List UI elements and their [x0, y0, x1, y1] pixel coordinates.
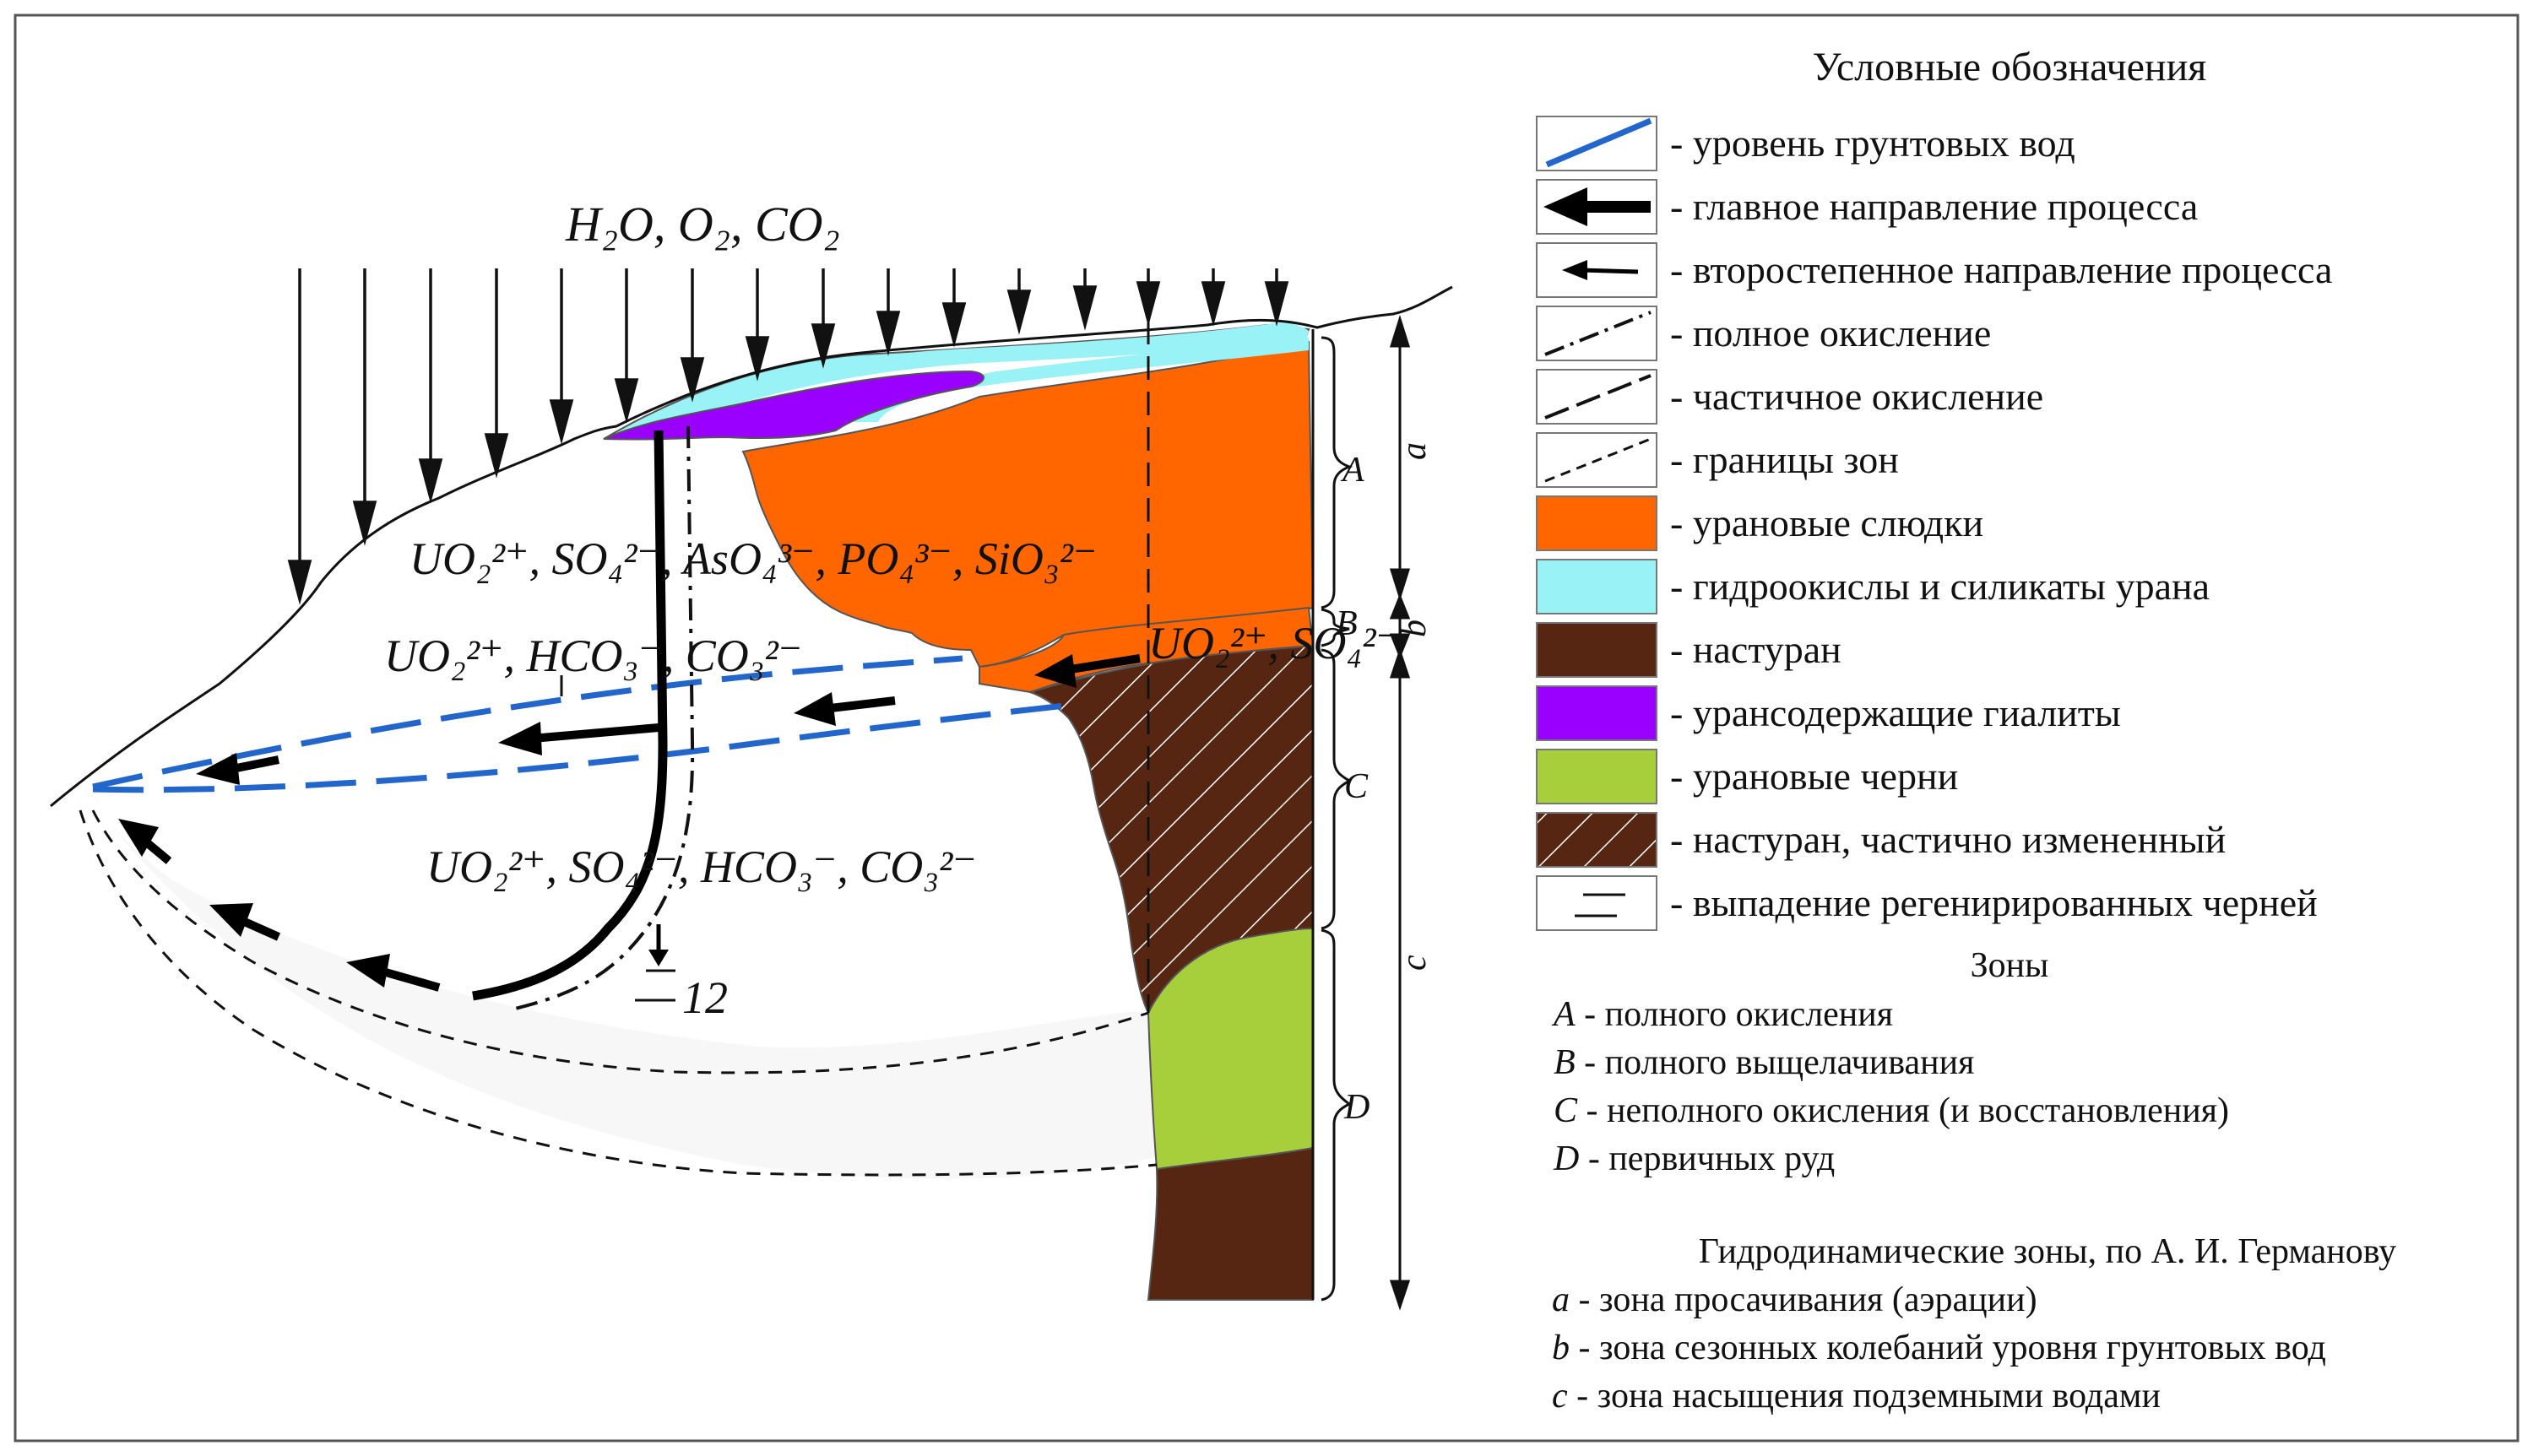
legend-label-hydroxides: - гидроокислы и силикаты урана	[1670, 565, 2210, 608]
legend-label-groundwater: - уровень грунтовых вод	[1670, 122, 2075, 165]
legend: Условные обозначения	[1536, 45, 2396, 1415]
top-label: H₂O, O₂, CO₂	[565, 197, 840, 252]
hydro-letter-c: c	[1395, 955, 1434, 971]
legend-label-nasturan: - настуран	[1670, 628, 1841, 671]
zone-brackets	[1321, 336, 1353, 1302]
legend-short-dash-symbol	[1544, 437, 1652, 483]
legend-swatch-hyalites	[1536, 685, 1657, 741]
zone-boundary-lower	[79, 809, 1158, 1177]
zone-entry-a: A - полного окисления	[1551, 995, 1893, 1034]
precip-arrow	[648, 924, 669, 966]
hydro-letter-b: b	[1395, 620, 1434, 637]
uranium-micas-zone	[741, 340, 1315, 668]
zone-letters: A B C D	[1336, 451, 1370, 1127]
primary-nasturan-zone	[1147, 1146, 1314, 1301]
flow-arrows	[118, 654, 1141, 992]
zone-key-d: D	[1553, 1139, 1579, 1178]
main-arrow-4	[196, 753, 279, 785]
hydro-dimensions	[1389, 314, 1411, 1311]
zones-title: Зоны	[1971, 946, 2049, 985]
hyalites-lens	[603, 370, 984, 441]
zone-boundary-upper	[91, 809, 1149, 1074]
main-process-path	[472, 430, 668, 1001]
aquifer-lens-fill	[93, 789, 1157, 1179]
hydro-desc-c: - зона насыщения подземными водами	[1568, 1377, 2161, 1415]
legend-label-zone-boundaries: - границы зон	[1670, 438, 1899, 481]
zone-entry-c: C - неполного окисления (и восстановлени…	[1554, 1091, 2229, 1130]
main-arrow-5	[346, 954, 441, 992]
zone-key-c: C	[1554, 1091, 1578, 1130]
zone-letter-a: A	[1340, 451, 1364, 490]
zone-key-a: A	[1551, 995, 1576, 1034]
hydro-entry-b: b - зона сезонных колебаний уровня грунт…	[1552, 1329, 2326, 1367]
hydro-desc-a: - зона просачивания (аэрации)	[1570, 1280, 2037, 1319]
hydroxides-layer-top	[675, 322, 1309, 422]
hydro-desc-b: - зона сезонных колебаний уровня грунтов…	[1570, 1329, 2326, 1367]
legend-secondary-arrow-symbol	[1562, 260, 1639, 280]
legend-title: Условные обозначения	[1813, 45, 2207, 89]
legend-label-partial-oxidation: - частичное окисление	[1670, 375, 2043, 418]
legend-precip-symbol	[1575, 893, 1625, 917]
legend-swatch-precipitation	[1536, 875, 1657, 931]
hydro-title: Гидродинамические зоны, по А. И. Германо…	[1699, 1232, 2396, 1271]
legend-label-secondary-arrow: - второстепенное направление процесса	[1670, 248, 2332, 291]
hydro-entry-a: a - зона просачивания (аэрации)	[1552, 1280, 2037, 1319]
legend-groundwater-symbol	[1545, 117, 1652, 168]
hydro-key-b: b	[1552, 1329, 1570, 1367]
groundwater-level-upper	[92, 655, 963, 790]
hydro-letters: a b c	[1395, 442, 1434, 971]
zone-desc-c: - неполного окисления (и восстановления)	[1577, 1091, 2229, 1130]
precip-number: 12	[682, 972, 728, 1023]
hydro-key-a: a	[1552, 1280, 1570, 1319]
zone-letter-b: B	[1336, 604, 1358, 643]
zone-letter-d: D	[1343, 1088, 1370, 1127]
main-arrow-1	[1034, 654, 1141, 688]
main-arrow-6	[209, 903, 281, 941]
main-arrow-3	[498, 722, 659, 755]
ion-row-3: UO₂²⁺, SO₄²⁻	[1148, 618, 1400, 668]
legend-dash-dot-symbol	[1544, 311, 1652, 356]
legend-swatch-hydroxides	[1536, 559, 1657, 614]
full-oxidation-path	[514, 425, 695, 1010]
ion-labels: H₂O, O₂, CO₂ UO₂²⁺, SO₄²⁻, AsO₄³⁻, PO₄³⁻…	[384, 197, 1400, 1023]
groundwater-level-lower	[92, 701, 1073, 793]
hydro-letter-a: a	[1395, 442, 1434, 460]
precipitation-symbol	[635, 969, 675, 1002]
cross-section	[50, 285, 1453, 1301]
legend-swatch-uranium-micas	[1536, 495, 1657, 551]
legend-long-dash-symbol	[1544, 374, 1652, 419]
main-arrow-7	[118, 819, 172, 864]
zone-desc-d: - первичных руд	[1579, 1139, 1835, 1178]
hydro-key-c: c	[1552, 1377, 1568, 1415]
main-arrow-2	[794, 692, 896, 726]
legend-main-arrow-symbol	[1543, 187, 1651, 226]
ion-row-2: UO₂²⁺, HCO₃⁻, CO₃²⁻	[384, 631, 802, 681]
zone-desc-b: - полного выщелачивания	[1576, 1043, 1975, 1082]
legend-label-hyalites: - урансодержащие гиалиты	[1670, 691, 2121, 734]
hydroxides-band	[844, 338, 1309, 422]
zone-desc-a: - полного окисления	[1576, 995, 1893, 1034]
legend-label-precipitation: - выпадение регенирированных черней	[1670, 881, 2318, 924]
legend-label-altered-nasturan: - настуран, частично измененный	[1670, 818, 2226, 861]
legend-swatch-uranium-blacks	[1536, 749, 1657, 804]
infiltration-arrows	[287, 268, 1289, 605]
zone-key-b: B	[1554, 1043, 1576, 1082]
ground-surface-line	[50, 285, 1453, 808]
legend-label-main-arrow: - главное направление процесса	[1670, 185, 2198, 228]
legend-label-uranium-blacks: - урановые черни	[1670, 755, 1958, 798]
legend-swatch-nasturan	[1536, 622, 1657, 678]
legend-label-uranium-micas: - урановые слюдки	[1670, 501, 1983, 544]
legend-label-full-oxidation: - полное окисление	[1670, 311, 1991, 355]
zone-letter-c: C	[1344, 767, 1369, 806]
legend-swatches	[1536, 116, 1657, 931]
hydro-entry-c: c - зона насыщения подземными водами	[1552, 1377, 2161, 1415]
zone-entry-d: D - первичных руд	[1553, 1139, 1835, 1178]
legend-swatch-altered-nasturan	[1536, 812, 1657, 868]
zone-entry-b: B - полного выщелачивания	[1554, 1043, 1974, 1082]
ion-row-1: UO₂²⁺, SO₄²⁻, AsO₄³⁻, PO₄³⁻, SiO₃²⁻	[410, 533, 1097, 584]
ion-row-4: UO₂²⁺, SO₄²⁻, HCO₃⁻, CO₃²⁻	[426, 842, 977, 892]
